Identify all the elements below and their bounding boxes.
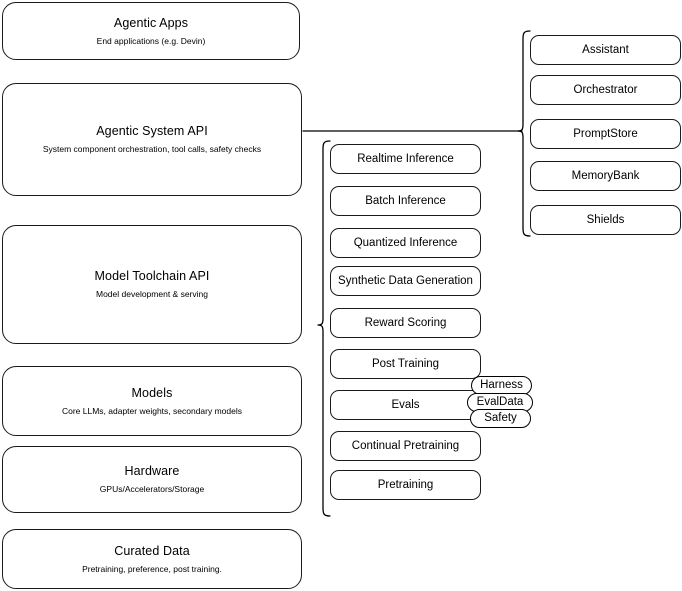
layer-hardware[interactable]: Hardware GPUs/Accelerators/Storage: [2, 446, 302, 513]
capability-label: Evals: [391, 399, 420, 411]
right-brace: [517, 30, 531, 237]
layer-curated-data[interactable]: Curated Data Pretraining, preference, po…: [2, 529, 302, 589]
capability-synthetic-data-generation[interactable]: Synthetic Data Generation: [330, 266, 481, 296]
capability-realtime-inference[interactable]: Realtime Inference: [330, 144, 481, 174]
layer-title: Agentic Apps: [113, 15, 189, 30]
layer-subtitle: System component orchestration, tool cal…: [42, 144, 262, 154]
capability-continual-pretraining[interactable]: Continual Pretraining: [330, 431, 481, 461]
component-assistant[interactable]: Assistant: [530, 35, 681, 65]
capability-batch-inference[interactable]: Batch Inference: [330, 186, 481, 216]
capability-label: Pretraining: [377, 479, 434, 491]
component-label: Orchestrator: [573, 84, 638, 96]
layer-subtitle: GPUs/Accelerators/Storage: [99, 484, 205, 494]
layer-title: Agentic System API: [96, 124, 208, 138]
eval-pill-safety[interactable]: Safety: [470, 409, 531, 428]
eval-pill-label: EvalData: [476, 396, 524, 408]
capability-label: Synthetic Data Generation: [338, 275, 473, 287]
eval-pill-label: Harness: [480, 379, 523, 391]
layer-title: Model Toolchain API: [94, 269, 210, 283]
layer-subtitle: Core LLMs, adapter weights, secondary mo…: [61, 405, 242, 416]
layer-title: Curated Data: [114, 543, 190, 558]
capability-label: Batch Inference: [365, 195, 446, 207]
capability-label: Continual Pretraining: [351, 440, 460, 452]
component-shields[interactable]: Shields: [530, 205, 681, 235]
layer-models[interactable]: Models Core LLMs, adapter weights, secon…: [2, 366, 302, 436]
eval-pill-label: Safety: [484, 412, 517, 424]
capability-post-training[interactable]: Post Training: [330, 349, 481, 379]
capability-label: Realtime Inference: [357, 153, 454, 165]
layer-agentic-system-api[interactable]: Agentic System API System component orch…: [2, 83, 302, 196]
layer-title: Hardware: [124, 464, 180, 478]
component-label: PromptStore: [573, 128, 638, 140]
component-label: MemoryBank: [571, 170, 640, 182]
capability-label: Post Training: [371, 358, 440, 370]
layer-subtitle: Pretraining, preference, post training.: [82, 563, 222, 574]
capability-pretraining[interactable]: Pretraining: [330, 470, 481, 500]
layer-model-toolchain-api[interactable]: Model Toolchain API Model development & …: [2, 225, 302, 344]
component-memorybank[interactable]: MemoryBank: [530, 161, 681, 191]
capability-label: Quantized Inference: [353, 237, 458, 249]
capability-label: Reward Scoring: [364, 317, 447, 329]
layer-subtitle: End applications (e.g. Devin): [96, 35, 206, 46]
component-orchestrator[interactable]: Orchestrator: [530, 75, 681, 105]
layer-title: Models: [131, 385, 173, 400]
component-label: Assistant: [582, 44, 629, 56]
layer-subtitle: Model development & serving: [96, 289, 208, 299]
capability-quantized-inference[interactable]: Quantized Inference: [330, 228, 481, 258]
middle-brace: [317, 140, 331, 517]
component-label: Shields: [586, 214, 625, 226]
capability-evals[interactable]: Evals: [330, 390, 481, 420]
capability-reward-scoring[interactable]: Reward Scoring: [330, 308, 481, 338]
layer-agentic-apps[interactable]: Agentic Apps End applications (e.g. Devi…: [2, 2, 300, 60]
component-promptstore[interactable]: PromptStore: [530, 119, 681, 149]
